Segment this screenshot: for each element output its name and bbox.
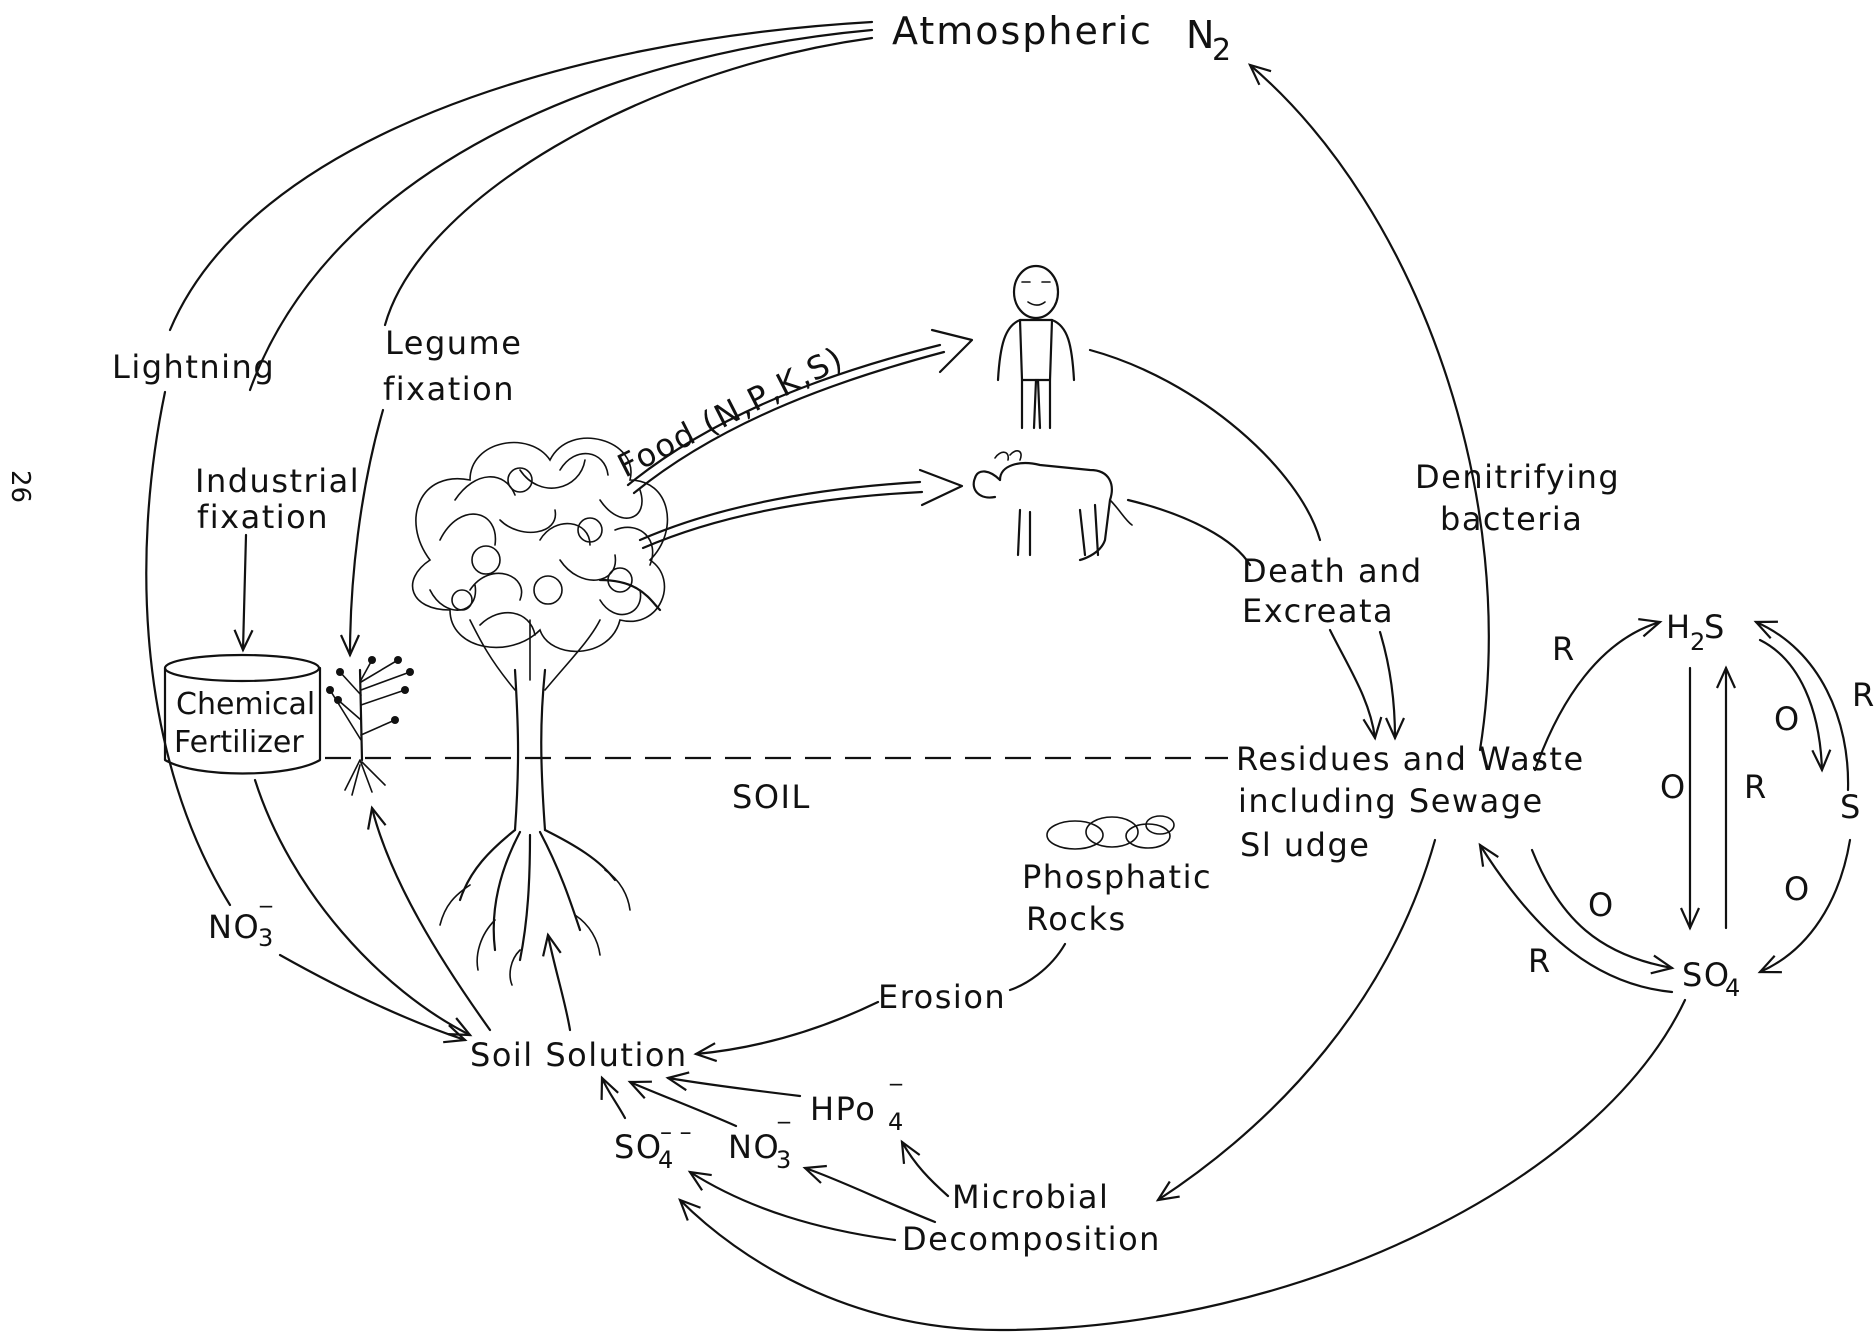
- industrial-arc: [250, 30, 872, 390]
- food-arrow-to-cow: [640, 470, 962, 548]
- residues-label-line3: Sl udge: [1240, 826, 1370, 864]
- atmospheric-label: Atmospheric: [892, 9, 1153, 53]
- n2-subscript: 2: [1212, 33, 1232, 68]
- person-to-residues-line: [1090, 350, 1320, 540]
- o-label-res-so4: O: [1588, 886, 1615, 924]
- microbial-label-line1: Microbial: [952, 1178, 1109, 1216]
- phosphatic-label-line2: Rocks: [1026, 900, 1127, 938]
- soil-solution-to-legume-arrow: [372, 808, 490, 1030]
- s-to-h2s-arrow: [1756, 622, 1848, 790]
- denitrifying-arc: [1250, 65, 1489, 750]
- cow-to-residues-line: [1128, 500, 1250, 565]
- so4-to-soil-solution-arrow: [602, 1078, 625, 1118]
- hpo4-sub: 4: [888, 1108, 903, 1136]
- h2s-h: H: [1666, 608, 1692, 646]
- microbial-to-hpo4-arrow: [902, 1142, 948, 1196]
- denitrifying-label-line2: bacteria: [1440, 500, 1583, 538]
- r-label-vert: R: [1744, 768, 1768, 806]
- phosphatic-rocks-icon: [1047, 816, 1174, 849]
- lightning-label: Lightning: [112, 348, 275, 386]
- r-label-1: R: [1552, 630, 1576, 668]
- h2s-s: S: [1704, 608, 1726, 646]
- legume-label-line1: Legume: [385, 324, 522, 362]
- microbial-label-line2: Decomposition: [902, 1220, 1161, 1258]
- r-label-s: R: [1852, 676, 1876, 714]
- denitrifying-label-line1: Denitrifying: [1415, 458, 1620, 496]
- phosphatic-label-line1: Phosphatic: [1022, 858, 1212, 896]
- o-label-s-so4: O: [1784, 870, 1811, 908]
- so4-bottom-sub: 4: [658, 1146, 673, 1174]
- industrial-label-line2: fixation: [197, 498, 329, 536]
- hpo4-charge: ‾: [889, 1080, 903, 1108]
- no3-left-minus: ‾: [259, 902, 273, 930]
- so4-bottom-charge: – –: [660, 1118, 692, 1146]
- r-label-res-so4: R: [1528, 942, 1552, 980]
- fertilizer-to-soil-solution-arrow: [255, 780, 470, 1035]
- soil-solution-label: Soil Solution: [470, 1036, 688, 1074]
- fertilizer-label: Fertilizer: [174, 725, 304, 760]
- h2s-sub: 2: [1690, 628, 1705, 656]
- rocks-to-erosion-line: [1010, 944, 1065, 990]
- so4-return-arc: [680, 1000, 1685, 1330]
- o-label-vert: O: [1660, 768, 1687, 806]
- o-label-s: O: [1774, 700, 1801, 738]
- erosion-label: Erosion: [878, 978, 1006, 1016]
- no3-to-soil-solution-arrow: [280, 955, 465, 1040]
- no3-bottom-label: NO: [728, 1128, 780, 1166]
- microbial-to-so4-arrow: [690, 1172, 895, 1240]
- legume-arc: [385, 38, 872, 325]
- chemical-label: Chemical: [176, 687, 315, 722]
- soil-solution-to-tree-arrow: [548, 935, 570, 1030]
- food-label: Food (N,P,K,S): [611, 339, 849, 485]
- residues-label-line2: including Sewage: [1238, 782, 1544, 820]
- so4-label: SO: [1682, 956, 1731, 994]
- person-icon: [998, 266, 1074, 428]
- industrial-label-line1: Industrial: [195, 462, 360, 500]
- soil-label: SOIL: [732, 778, 811, 816]
- lightning-arc: [170, 22, 872, 330]
- legume-label-line2: fixation: [383, 370, 515, 408]
- hpo4-label: HPo: [810, 1090, 876, 1128]
- tree-icon: [413, 438, 668, 985]
- microbial-to-no3-arrow: [805, 1168, 935, 1222]
- death-arrow-1: [1330, 630, 1375, 738]
- no3-bottom-sub: 3: [776, 1146, 791, 1174]
- death-label-line2: Excreata: [1242, 592, 1394, 630]
- residues-label-line1: Residues and Waste: [1236, 740, 1585, 778]
- legume-to-plant-arrow: [350, 410, 383, 655]
- erosion-arrow: [696, 1002, 878, 1054]
- no3-bottom-charge: ‾: [777, 1118, 791, 1146]
- so4-bottom-label: SO: [614, 1128, 663, 1166]
- cow-icon: [974, 451, 1132, 560]
- so4-to-residues-arrow: [1480, 845, 1672, 992]
- s-label: S: [1840, 788, 1862, 826]
- death-label-line1: Death and: [1242, 552, 1423, 590]
- death-arrow-2: [1380, 632, 1395, 738]
- industrial-to-fertilizer-arrow: [243, 535, 246, 650]
- page-number: 26: [5, 470, 35, 503]
- so4-sub: 4: [1725, 974, 1740, 1002]
- hpo4-to-soil-solution-arrow: [668, 1078, 800, 1096]
- legume-plant-icon: [326, 656, 414, 795]
- no3-left-label: NO: [208, 908, 260, 946]
